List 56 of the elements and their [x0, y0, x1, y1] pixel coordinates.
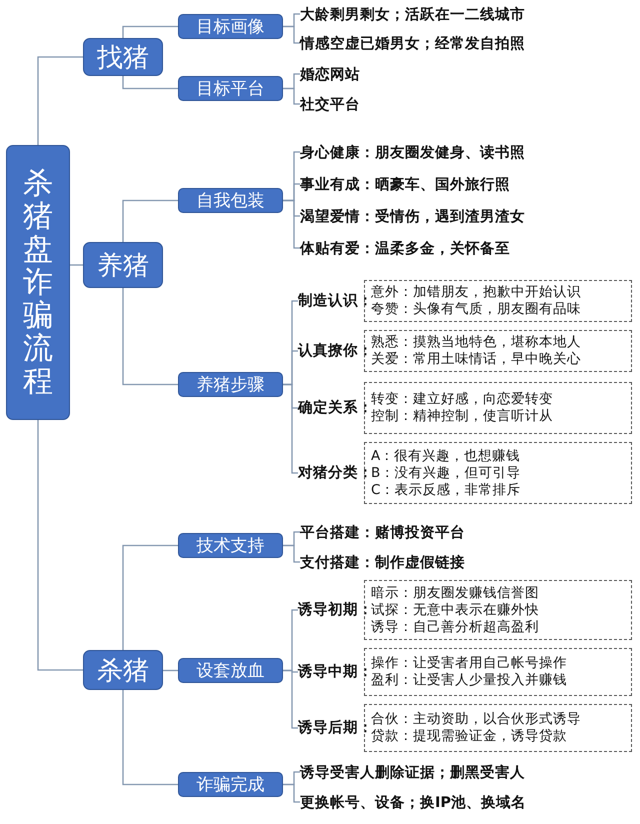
connector-line: [122, 76, 178, 90]
subtopic-box: 目标平台: [178, 76, 283, 101]
detail-text: B：没有兴趣，但可引导: [371, 464, 522, 482]
connector-line: [37, 56, 83, 145]
branch-text: 诱导受害人删除证据；删黑受害人: [300, 760, 620, 784]
root-topic-box: 杀猪盘诈骗流程: [6, 145, 70, 420]
detail-text: 转变：建立好感，向恋爱转变: [371, 391, 554, 408]
branch-text: 支付搭建：制作虚假链接: [300, 550, 600, 574]
connector-line: [283, 784, 300, 803]
connector-line: [37, 420, 83, 671]
detail-text: 合伙：主动资助，以合伙形式诱导: [371, 711, 582, 728]
connector-line: [122, 690, 178, 786]
branch-text: 情感空虚已婚男女；经常发自拍照: [300, 31, 620, 55]
connector-line: [283, 26, 300, 44]
connector-line: [163, 670, 178, 672]
detail-text: 试探：无意中表示在赚外快: [371, 602, 540, 618]
detail-text: 夸赞：头像有气质，朋友圈有品味: [371, 301, 582, 318]
detail-text: 关爱：常用土味情话，早中晚关心: [371, 351, 582, 368]
connector-line: [122, 200, 178, 242]
detail-text: 暗示：朋友圈发赚钱信誉图: [371, 584, 540, 602]
branch-text: 更换帐号、设备；换IP池、换域名: [300, 790, 620, 814]
connector-line: [283, 544, 300, 563]
connector-line: [122, 288, 178, 386]
branch-text: 身心健康：朋友圈发健身、读书照: [300, 140, 620, 164]
detail-text: A：很有兴趣，也想赚钱: [371, 448, 522, 464]
connector-line: [283, 670, 298, 729]
stage-box: 养猪: [83, 242, 163, 288]
stage-box: 杀猪: [83, 650, 163, 690]
branch-text: 体贴有爱：温柔多金，关怀备至: [300, 236, 620, 260]
detail-text: C：表示反感，非常排斥: [371, 482, 522, 498]
detail-text: 诱导：自己善分析超高盈利: [371, 618, 540, 636]
detail-text: 盈利：让受害人少量投入并赚钱: [371, 672, 568, 689]
detail-text: 贷款：提现需验证金，诱导贷款: [371, 728, 568, 745]
branch-text: 婚恋网站: [300, 62, 500, 86]
detail-text: 操作：让受害者用自己帐号操作: [371, 655, 568, 672]
connector-line: [283, 384, 298, 474]
connector-line: [70, 264, 83, 266]
detail-text: 意外：加错朋友，抱歉中开始认识: [371, 284, 582, 301]
subtopic-box: 养猪步骤: [178, 372, 283, 397]
subtopic-box: 技术支持: [178, 533, 283, 558]
connector-line: [122, 544, 178, 650]
branch-text: 平台搭建：赌博投资平台: [300, 520, 600, 544]
branch-text: 事业有成：晒豪车、国外旅行照: [300, 172, 620, 196]
detail-text: 熟悉：摸熟当地特色，堪称本地人: [371, 334, 582, 351]
subtopic-box: 目标画像: [178, 14, 283, 39]
stage-box: 找猪: [83, 38, 163, 76]
branch-text: 渴望爱情：受情伤，遇到渣男渣女: [300, 204, 620, 228]
connector-line: [283, 88, 300, 105]
subtopic-box: 诈骗完成: [178, 772, 283, 797]
branch-text: 社交平台: [300, 92, 500, 116]
subtopic-box: 自我包装: [178, 188, 283, 213]
detail-text: 控制：精神控制，使言听计从: [371, 408, 554, 425]
subtopic-box: 设套放血: [178, 658, 283, 683]
connector-line: [283, 200, 300, 249]
connector-line: [122, 26, 178, 38]
branch-text: 大龄剩男剩女；活跃在一二线城市: [300, 2, 620, 26]
